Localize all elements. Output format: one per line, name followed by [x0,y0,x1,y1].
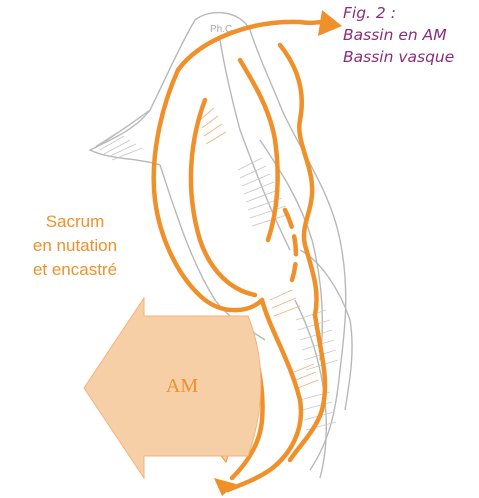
caption-line-1: Fig. 2 : [343,2,454,24]
sacrum-label-line-3: et encastré [2,258,148,282]
arrow-head-top-icon [318,10,342,36]
ph-c-label: Ph.C [210,24,232,35]
sacrum-label-line-2: en nutation [2,234,148,258]
sacrum-label: Sacrum en nutation et encastré [2,210,148,282]
sacrum-label-line-1: Sacrum [2,210,148,234]
figure-caption: Fig. 2 : Bassin en AM Bassin vasque [343,2,454,68]
am-arrow-label: AM [166,375,198,397]
caption-line-2: Bassin en AM [343,24,454,46]
caption-line-3: Bassin vasque [343,46,454,68]
